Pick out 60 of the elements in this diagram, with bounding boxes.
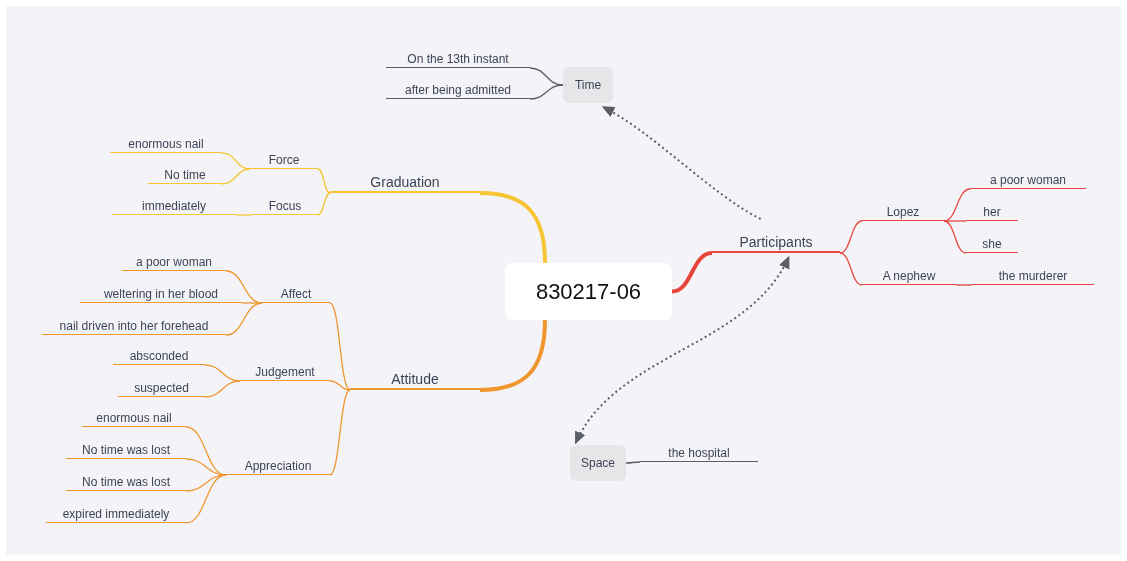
branch-line <box>221 152 251 170</box>
branch-line <box>185 474 227 524</box>
branch-line <box>479 319 547 392</box>
topic-label: expired immediately <box>46 501 186 523</box>
branch-line <box>479 191 547 264</box>
topic-label: Appreciation <box>226 452 330 475</box>
topic-label: Affect <box>262 280 330 303</box>
topic-label: the hospital <box>640 440 758 462</box>
topic-label: enormous nail <box>110 131 222 153</box>
category-box: Space <box>570 445 626 481</box>
topic-label: Force <box>250 147 318 169</box>
topic-label: No time was lost <box>66 469 186 491</box>
topic-label: a poor woman <box>970 167 1086 189</box>
branch-line <box>529 67 564 86</box>
branch-line <box>221 168 251 185</box>
topic-label: she <box>966 231 1018 253</box>
branch-line <box>839 252 863 286</box>
branch-line <box>185 474 227 492</box>
topic-label: Participants <box>712 221 840 253</box>
topic-label: Judgement <box>240 358 330 381</box>
topic-label: immediately <box>112 193 236 215</box>
topic-label: after being admitted <box>386 77 530 99</box>
topic-label: No time <box>148 162 222 184</box>
category-box: Time <box>563 67 613 103</box>
branch-line <box>943 220 967 222</box>
topic-label: weltering in her blood <box>80 281 242 303</box>
branch-line <box>955 284 973 286</box>
branch-line <box>185 458 227 476</box>
branch-line <box>204 364 241 382</box>
branch-line <box>317 168 331 194</box>
dotted-arrow <box>601 106 762 220</box>
branch-line <box>329 380 351 391</box>
topic-label: suspected <box>118 375 205 397</box>
topic-label: enormous nail <box>82 405 186 427</box>
branch-line <box>671 251 713 294</box>
branch-line <box>329 389 351 476</box>
branch-line <box>329 302 351 391</box>
branch-line <box>225 302 263 336</box>
branch-line <box>317 192 331 216</box>
topic-label: On the 13th instant <box>386 46 530 68</box>
topic-label: Graduation <box>330 161 480 193</box>
topic-label: No time was lost <box>66 437 186 459</box>
branch-line <box>839 220 863 254</box>
branch-line <box>529 84 564 100</box>
branch-line <box>241 302 263 304</box>
branch-line <box>204 380 241 398</box>
topic-label: A nephew <box>862 263 956 285</box>
branch-line <box>943 220 967 254</box>
topic-label: a poor woman <box>122 249 226 271</box>
topic-label: Lopez <box>862 199 944 221</box>
branch-line <box>625 461 641 464</box>
topic-label: absconded <box>113 343 205 365</box>
branch-line <box>235 214 253 216</box>
dotted-arrow <box>574 255 790 445</box>
topic-label: the murderer <box>972 263 1094 285</box>
topic-label: nail driven into her forehead <box>42 313 226 335</box>
central-topic: 830217-06 <box>505 263 672 320</box>
topic-label: Focus <box>252 193 318 215</box>
topic-label: Attitude <box>350 358 480 390</box>
topic-label: her <box>966 199 1018 221</box>
